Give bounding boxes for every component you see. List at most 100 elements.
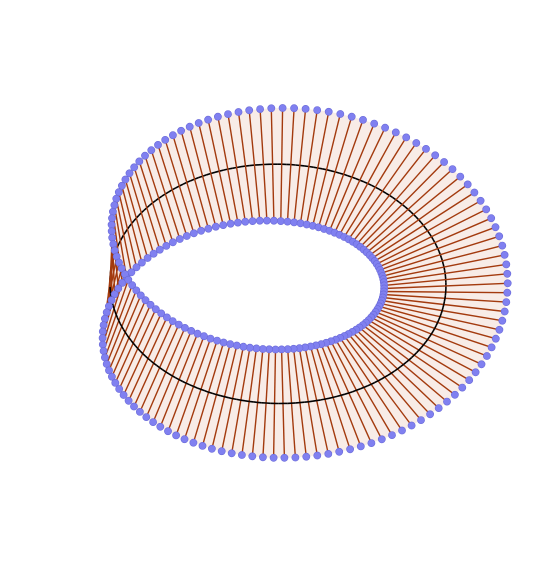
ruling-line — [157, 144, 188, 237]
center-circle-segment-front — [393, 368, 398, 372]
ruling-endpoint — [121, 270, 129, 279]
ruling-line — [376, 208, 487, 265]
center-circle-segment-front — [440, 310, 443, 314]
ruling-endpoint — [291, 453, 300, 462]
ruling-endpoint — [99, 321, 108, 329]
center-circle-segment-front — [397, 366, 401, 370]
ruling-line — [207, 119, 232, 224]
ruling-line — [383, 263, 507, 283]
ruling-endpoint — [448, 165, 457, 173]
ruling-endpoint — [502, 260, 511, 269]
ruling-endpoint — [182, 232, 191, 240]
center-circle-segment-front — [165, 371, 170, 375]
ruling-endpoint — [180, 323, 189, 332]
ruling-endpoint — [417, 416, 425, 424]
center-circle-segment-front — [182, 380, 187, 384]
ruling-line — [338, 132, 397, 236]
center-circle-segment-back — [313, 166, 318, 169]
ruling-endpoint — [377, 435, 386, 444]
surface-patch — [146, 327, 192, 423]
surface-patch — [153, 330, 198, 427]
ruling-endpoint — [189, 229, 198, 238]
ruling-endpoint — [211, 222, 220, 231]
center-circle-segment-front — [426, 336, 431, 341]
ruling-endpoint — [301, 105, 310, 113]
ruling-endpoint — [136, 291, 145, 300]
ruling-endpoint — [98, 327, 107, 336]
ruling-endpoint — [142, 413, 151, 421]
center-circle-segment-front — [175, 377, 180, 381]
ruling-line — [306, 111, 330, 225]
ruling-endpoint — [269, 216, 278, 225]
ruling-endpoint — [206, 334, 215, 343]
center-circle-segment-front — [142, 353, 146, 357]
center-circle-segment-back — [223, 168, 228, 171]
ruling-line — [378, 217, 492, 268]
center-circle-segment-front — [356, 388, 361, 392]
ruling-line — [227, 113, 246, 222]
center-circle-segment-back — [206, 172, 212, 176]
center-circle-segment-front — [130, 340, 134, 344]
center-circle-segment-back — [304, 165, 309, 168]
ruling-endpoint — [124, 275, 133, 284]
ruling-endpoint — [200, 332, 208, 341]
ruling-endpoint — [422, 144, 430, 153]
center-circle-segment-front — [128, 337, 132, 341]
ruling-endpoint — [482, 352, 491, 360]
center-circle-segment-front — [178, 378, 184, 383]
ruling-line — [381, 235, 500, 274]
surface-patch — [374, 200, 487, 264]
center-circle-segment-front — [121, 326, 125, 330]
center-circle-segment-front — [172, 375, 177, 379]
ruling-endpoint — [335, 447, 344, 456]
ruling-endpoint — [99, 347, 108, 355]
ruling-endpoint — [239, 342, 248, 351]
center-circle-segment-front — [126, 334, 130, 339]
ruling-endpoint — [109, 207, 117, 216]
center-circle-segment-front — [443, 298, 446, 302]
ruling-endpoint — [213, 112, 222, 121]
ruling-endpoint — [503, 279, 512, 288]
ruling-endpoint — [500, 250, 509, 259]
ruling-line — [121, 185, 143, 263]
ruling-endpoint — [130, 402, 138, 411]
surface-patch — [114, 198, 132, 278]
surface-patch — [331, 339, 392, 440]
ruling-endpoint — [132, 286, 141, 295]
ruling-line — [383, 254, 505, 280]
surface-patch — [352, 148, 436, 245]
ruling-endpoint — [359, 116, 367, 124]
ruling-endpoint — [149, 418, 157, 426]
ruling-endpoint — [370, 119, 379, 128]
surface-patch — [373, 312, 487, 365]
ruling-endpoint — [197, 226, 205, 235]
surface-patch — [123, 313, 167, 401]
ruling-endpoint — [269, 453, 278, 462]
center-circle-segment-back — [214, 170, 220, 174]
ruling-line — [138, 161, 167, 247]
ruling-endpoint — [141, 151, 149, 160]
ruling-endpoint — [346, 445, 354, 454]
ruling-endpoint — [114, 284, 123, 293]
ruling-endpoint — [388, 431, 396, 439]
surface-patch — [112, 205, 127, 283]
ruling-endpoint — [491, 223, 500, 232]
center-circle-segment-front — [147, 357, 152, 362]
ruling-endpoint — [149, 249, 158, 258]
surface-patch — [116, 192, 137, 273]
surface-patch — [118, 185, 142, 268]
ruling-endpoint — [109, 240, 118, 248]
surface-patch — [356, 327, 447, 409]
center-circle-segment-back — [317, 167, 323, 170]
ruling-endpoint — [207, 444, 216, 453]
ruling-endpoint — [125, 169, 134, 178]
ruling-line — [217, 116, 239, 223]
center-circle-segment-front — [430, 330, 434, 335]
surface-patch — [193, 342, 231, 446]
ruling-endpoint — [237, 451, 246, 459]
ruling-endpoint — [108, 214, 116, 223]
center-circle-segment-back — [334, 171, 340, 174]
center-circle-front — [109, 286, 447, 405]
surface-patch — [202, 344, 237, 449]
center-circle-segment-front — [344, 392, 350, 395]
